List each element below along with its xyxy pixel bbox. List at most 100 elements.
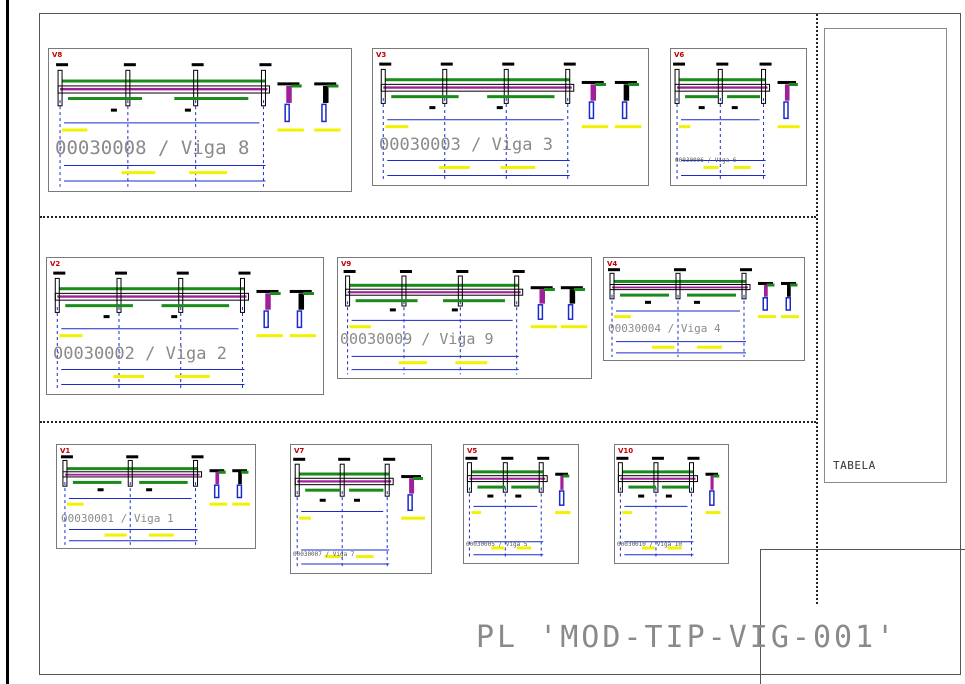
beam-schematic [56, 63, 341, 187]
support-tick [191, 455, 204, 459]
highlight [175, 374, 210, 378]
support-column [239, 277, 245, 313]
beam-tag: V1 [60, 447, 71, 455]
mark [97, 488, 104, 492]
mark [171, 315, 178, 319]
section-bar [407, 494, 413, 512]
support-tick [60, 455, 73, 459]
highlight [581, 125, 609, 129]
beam-tag: V8 [52, 51, 63, 59]
beam-drawing-viga-3[interactable]: V3 00030003 / Viga 3 [372, 48, 649, 186]
beam-drawing-viga-2[interactable]: V2 00030002 / Viga 2 [46, 257, 324, 395]
section-web [238, 471, 242, 485]
support-tick [343, 270, 356, 273]
section-flange [560, 286, 583, 290]
bottom-rebar [349, 488, 384, 492]
beam-drawing-viga-6[interactable]: V6 00030006 / Viga 6 [670, 48, 807, 186]
beam-tag: V2 [50, 260, 61, 268]
highlight [516, 546, 532, 550]
bottom-rebar [174, 97, 249, 101]
beam-drawing-viga-1[interactable]: V1 00030001 / Viga 1 [56, 444, 256, 549]
section-web [215, 471, 220, 485]
beam-drawing-viga-4[interactable]: V4 00030004 / Viga 4 [603, 257, 805, 361]
beam-drawing-viga-5[interactable]: V5 00030005 / Viga 5 [463, 444, 579, 564]
beam-label: 00030007 / Viga 7 [293, 551, 355, 558]
support-column [653, 462, 659, 493]
beam-label: 00030003 / Viga 3 [379, 135, 553, 155]
support-column [401, 275, 407, 307]
support-column [127, 459, 133, 487]
section-web [590, 84, 597, 101]
support-column [502, 462, 508, 493]
section-rebar [269, 292, 281, 295]
section-rebar [594, 83, 606, 86]
section-bar [558, 490, 565, 506]
beam-drawing-viga-9[interactable]: V9 00030009 / Viga 9 [337, 257, 592, 379]
highlight [758, 315, 776, 319]
highlight [385, 125, 409, 129]
section-rebar [241, 470, 249, 474]
bottom-rebar [687, 293, 736, 297]
support-tick [379, 62, 392, 66]
beam-label: 00030002 / Viga 2 [53, 344, 227, 364]
section-flange [232, 469, 247, 473]
mark [103, 315, 110, 319]
support-column [688, 462, 694, 493]
support-column [466, 462, 472, 493]
mark [110, 108, 117, 112]
sheet-title: PL 'MOD-TIP-VIG-001' [476, 620, 898, 655]
section-rebar [767, 283, 775, 287]
table-label: TABELA [833, 459, 876, 472]
highlight [324, 555, 341, 559]
section-web [409, 478, 415, 494]
support-column [260, 69, 266, 107]
highlight [652, 345, 675, 349]
drawing-sheet-border [39, 13, 961, 675]
support-column [675, 272, 681, 300]
beam-label: 00030001 / Viga 1 [61, 512, 174, 525]
support-tick [501, 456, 514, 460]
beam-label: 00030008 / Viga 8 [55, 137, 250, 159]
support-column [193, 459, 199, 487]
support-tick [115, 271, 128, 275]
highlight [349, 325, 371, 329]
highlight [104, 533, 127, 537]
column-separator [816, 14, 818, 604]
section-web [623, 84, 630, 101]
mark [389, 308, 396, 312]
support-column [178, 277, 184, 313]
bottom-rebar [391, 95, 459, 99]
support-tick [740, 268, 752, 272]
support-column [565, 68, 571, 104]
support-column [674, 68, 680, 104]
mark [638, 494, 645, 498]
bottom-rebar [620, 293, 669, 297]
highlight [189, 171, 228, 175]
section-flange [289, 289, 312, 293]
bottom-rebar [511, 485, 540, 489]
highlight [148, 533, 174, 537]
support-column [717, 68, 723, 104]
support-tick [465, 456, 478, 460]
beam-stirrups [347, 291, 521, 294]
support-tick [56, 63, 69, 67]
section-web [560, 475, 564, 490]
beam-drawing-viga-7[interactable]: V7 00030007 / Viga 7 [290, 444, 432, 574]
support-tick [126, 455, 139, 459]
beam-schematic [379, 62, 642, 181]
support-column [125, 69, 131, 107]
highlight [289, 334, 317, 338]
support-tick [608, 268, 620, 272]
beam-drawing-viga-10[interactable]: V10 00030010 / Viga 10 [614, 444, 729, 564]
section-bar [213, 484, 220, 499]
beam-drawing-viga-8[interactable]: V8 00030008 / Viga 8 [48, 48, 352, 192]
support-column [116, 277, 122, 313]
support-column [339, 463, 345, 497]
table-area[interactable]: TABELA [824, 28, 947, 483]
support-tick [502, 62, 515, 66]
support-column [384, 463, 390, 497]
section-flange [314, 82, 337, 86]
beam-label: 00030010 / Viga 10 [617, 541, 683, 548]
highlight [667, 546, 682, 550]
section-flange [781, 281, 796, 285]
